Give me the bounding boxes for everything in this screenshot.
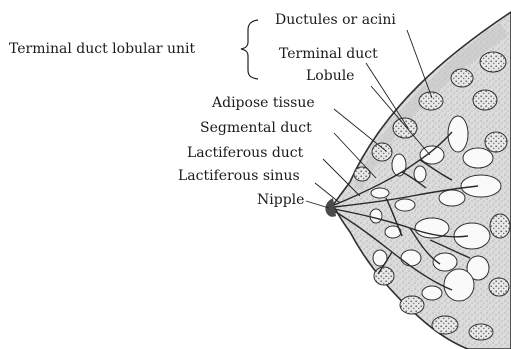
- adipose-lobe: [395, 199, 415, 211]
- label-lactiferous-duct: Lactiferous duct: [187, 145, 304, 161]
- label-adipose-tissue: Adipose tissue: [211, 95, 315, 111]
- lobule: [469, 324, 493, 340]
- lobule: [489, 278, 509, 296]
- adipose-lobe: [444, 269, 474, 301]
- label-segmental-duct: Segmental duct: [200, 120, 312, 136]
- lobule: [485, 132, 507, 152]
- adipose-lobe: [414, 166, 426, 182]
- label-ductules-or-acini: Ductules or acini: [275, 12, 396, 28]
- adipose-lobe: [401, 250, 421, 266]
- lobule: [473, 90, 497, 110]
- leader-line: [366, 63, 408, 128]
- adipose-lobe: [420, 146, 444, 164]
- leader-line: [315, 183, 340, 203]
- leader-line: [306, 201, 329, 208]
- lobule: [374, 267, 394, 285]
- label-lactiferous-sinus: Lactiferous sinus: [178, 168, 300, 184]
- lobule: [480, 52, 506, 72]
- label-nipple: Nipple: [257, 192, 304, 208]
- lobule: [451, 69, 473, 87]
- lobule: [490, 214, 510, 238]
- leader-line: [334, 109, 386, 151]
- adipose-lobe: [463, 148, 493, 168]
- adipose-lobe: [370, 209, 382, 223]
- adipose-lobe: [461, 175, 501, 197]
- label-terminal-duct: Terminal duct: [279, 46, 378, 62]
- lobule: [372, 143, 392, 161]
- adipose-lobe: [371, 188, 389, 198]
- adipose-lobe: [439, 190, 465, 206]
- lobule: [432, 316, 458, 334]
- labels: Terminal duct lobular unit Ductules or a…: [9, 12, 396, 208]
- lobule: [400, 296, 424, 314]
- label-bracket: [241, 20, 258, 79]
- label-lobule: Lobule: [306, 68, 354, 84]
- label-terminal-duct-lobular-unit: Terminal duct lobular unit: [9, 41, 196, 57]
- adipose-lobe: [422, 286, 442, 300]
